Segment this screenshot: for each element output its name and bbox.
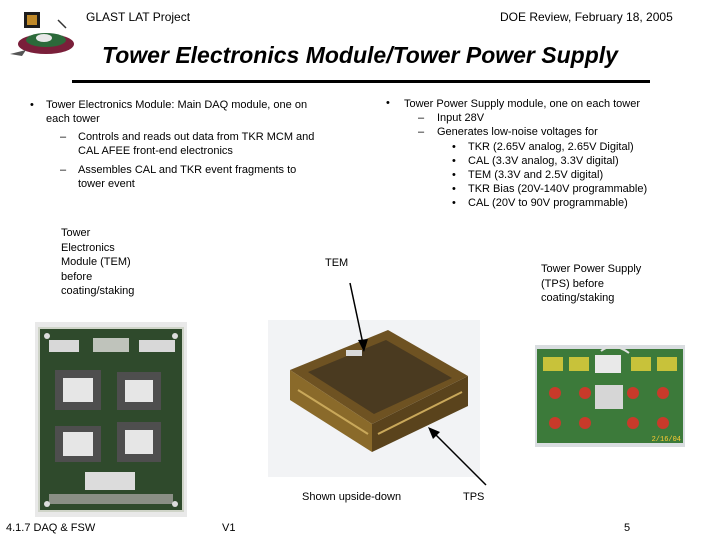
caption-tem-line-4: before: [61, 270, 93, 283]
right-sub-item-1: Input 28V: [437, 112, 485, 124]
tem-enclosure-photo: [268, 320, 480, 477]
voltage-item-tkr-bias: TKR Bias (20V-140V programmable): [468, 183, 648, 195]
left-sub-dash-1: –: [60, 131, 67, 143]
caption-shown-upside-down: Shown upside-down: [302, 491, 402, 503]
tem-arrow-line: [349, 282, 364, 345]
header-review-date: DOE Review, February 18, 2005: [500, 10, 673, 24]
voltage-bullet-2: •: [452, 155, 456, 167]
caption-tps-line-2: (TPS) before: [541, 277, 604, 290]
tps-arrow-line: [432, 431, 487, 486]
caption-tps-line-1: Tower Power Supply: [541, 263, 642, 275]
tps-board-photo: 2/16/04: [535, 345, 685, 447]
voltage-bullet-5: •: [452, 197, 456, 209]
voltage-bullet-4: •: [452, 183, 456, 195]
tem-enclosure-graphic: [268, 320, 480, 477]
caption-tps-arrow-label: TPS: [463, 491, 485, 503]
tps-photo-date-stamp: 2/16/04: [651, 436, 681, 444]
voltage-bullet-1: •: [452, 141, 456, 153]
caption-tem-line-2: Electronics: [61, 241, 115, 254]
tem-arrow-head: [358, 339, 368, 352]
caption-tem-before: Tower Electronics Module (TEM) before co…: [61, 226, 134, 299]
voltage-item-tem: TEM (3.3V and 2.5V digital): [468, 169, 604, 181]
left-bullet-text: Tower Electronics Module: Main DAQ modul…: [46, 99, 308, 126]
left-sub-item-1: Controls and reads out data from TKR MCM…: [78, 131, 315, 158]
voltage-bullet-3: •: [452, 169, 456, 181]
tps-board-graphic: [537, 345, 683, 443]
title-underline: [72, 80, 650, 83]
voltage-item-cal: CAL (3.3V analog, 3.3V digital): [468, 155, 619, 167]
voltage-item-cal-bias: CAL (20V to 90V programmable): [468, 197, 628, 209]
footer-version: V1: [222, 522, 236, 534]
slide-title: Tower Electronics Module/Tower Power Sup…: [102, 42, 618, 68]
footer-section: 4.1.7 DAQ & FSW: [6, 522, 96, 534]
caption-tem-line-1: Tower: [61, 227, 91, 239]
header-project: GLAST LAT Project: [86, 10, 191, 24]
footer-page-number: 5: [624, 522, 631, 534]
left-sub-item-2: Assembles CAL and TKR event fragments to…: [78, 164, 297, 191]
tem-board-graphic: [38, 327, 184, 512]
right-sub-dash-1: –: [418, 112, 425, 124]
right-sub-item-2: Generates low-noise voltages for: [437, 126, 598, 138]
glast-logo-graphic: [10, 12, 74, 56]
left-bullet-marker: •: [30, 99, 34, 111]
right-bullet-marker: •: [386, 97, 390, 109]
tem-board-photo: [35, 322, 187, 517]
caption-tem-arrow-label: TEM: [325, 257, 349, 269]
left-sub-dash-2: –: [60, 164, 67, 176]
caption-tps-line-3: coating/staking: [541, 292, 615, 304]
glast-logo: [6, 8, 76, 66]
right-sub-dash-2: –: [418, 126, 425, 138]
tps-arrow-head: [428, 427, 440, 439]
right-bullet-text: Tower Power Supply module, one on each t…: [404, 98, 641, 110]
caption-tem-line-5: coating/staking: [61, 285, 135, 297]
caption-tps-before: Tower Power Supply (TPS) before coating/…: [541, 262, 641, 306]
caption-tem-line-3: Module (TEM): [61, 256, 131, 268]
voltage-item-tkr: TKR (2.65V analog, 2.65V Digital): [468, 141, 634, 153]
